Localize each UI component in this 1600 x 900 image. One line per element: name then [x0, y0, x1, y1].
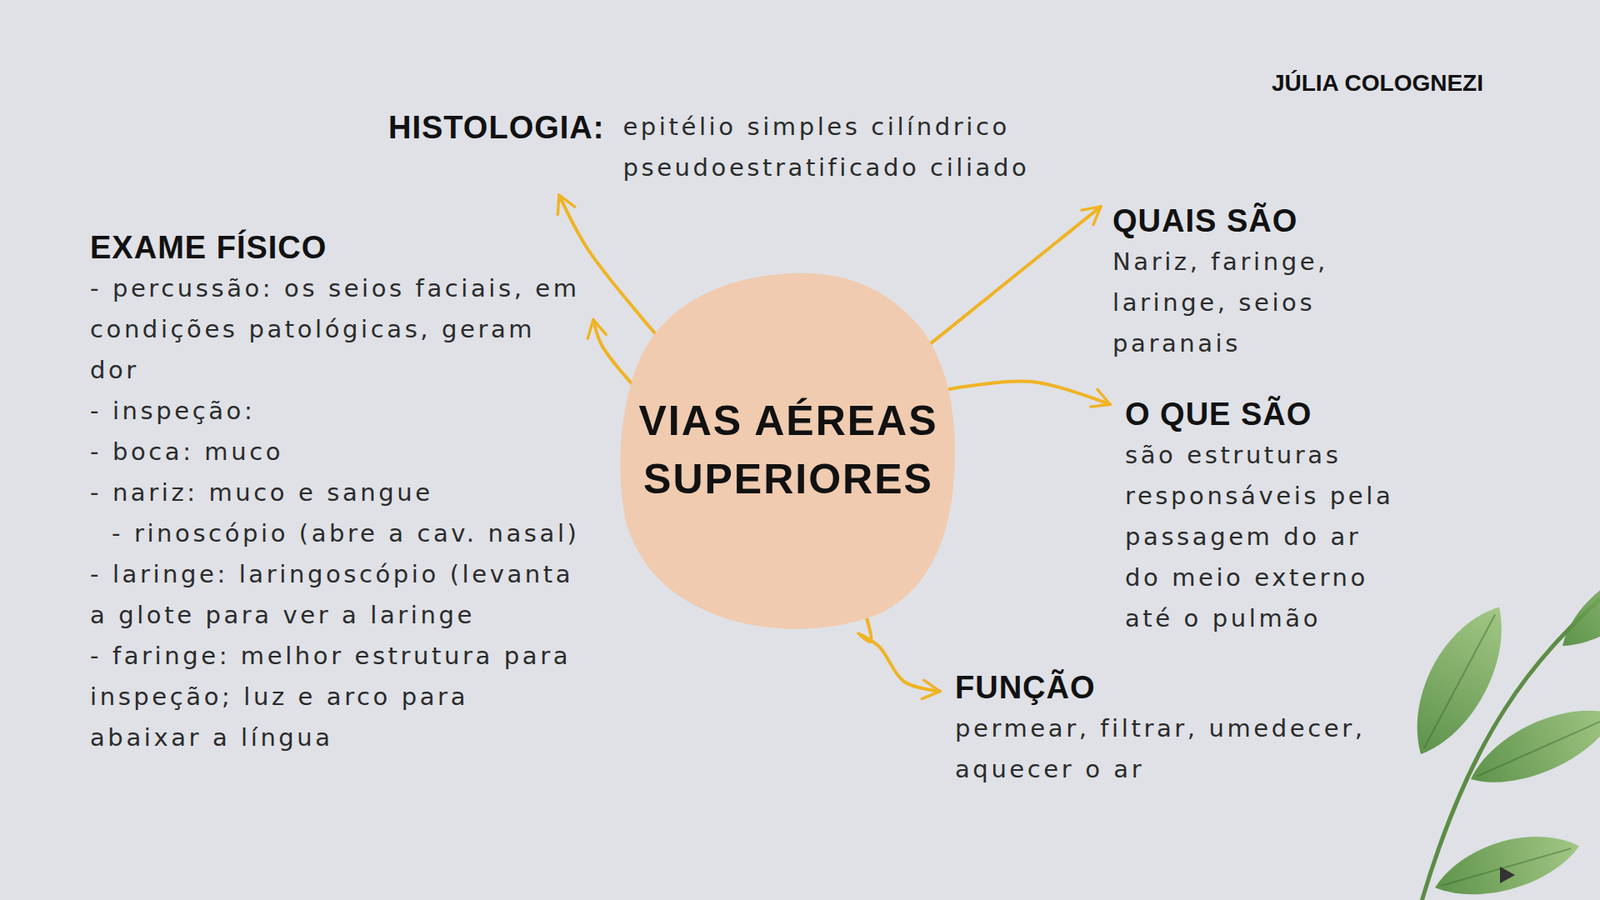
mindmap-arrow: [858, 605, 940, 692]
histology-note: HISTOLOGIA: epitélio simples cilíndrico p…: [388, 106, 1165, 189]
section-text: são estruturas responsáveis pela passage…: [1125, 435, 1400, 640]
leaf: [1428, 821, 1586, 900]
section-text: - inspeção:: [90, 390, 582, 432]
definition-note: O QUE SÃOsão estruturas responsáveis pel…: [1125, 393, 1400, 640]
section-text: - boca: muco: [90, 431, 582, 473]
section-heading: O QUE SÃO: [1125, 393, 1400, 435]
section-text: epitélio simples cilíndrico pseudoestrat…: [622, 106, 1165, 189]
section-heading: QUAIS SÃO: [1112, 200, 1396, 242]
section-text: - nariz: muco e sangue: [90, 472, 582, 514]
section-heading: EXAME FÍSICO: [90, 226, 582, 269]
mindmap-arrow: [942, 381, 1110, 405]
leaf: [1550, 552, 1600, 661]
function-note: FUNÇÃOpermear, filtrar, umedecer, aquece…: [955, 666, 1405, 790]
blob-shape: [620, 273, 955, 630]
mindmap-arrow: [559, 195, 661, 340]
section-text: - faringe: melhor estrutura para inspeçã…: [90, 635, 582, 759]
which-note: QUAIS SÃONariz, faringe, laringe, seios …: [1112, 200, 1396, 365]
central-title: VIAS AÉREAS SUPERIORES: [634, 391, 943, 509]
leaf: [1460, 691, 1600, 801]
small-triangle: [1500, 866, 1515, 884]
section-heading: HISTOLOGIA:: [388, 106, 605, 149]
section-heading: FUNÇÃO: [955, 666, 1405, 709]
section-text: - rinoscópio (abre a cav. nasal): [90, 513, 582, 555]
section-text: permear, filtrar, umedecer, aquecer o ar: [955, 708, 1405, 790]
section-text: - percussão: os seios faciais, em condiç…: [90, 268, 582, 391]
central-blob: [619, 270, 958, 630]
mindmap-arrow: [922, 206, 1101, 350]
section-text: Nariz, faringe, laringe, seios paranais: [1112, 241, 1396, 365]
central-topic: VIAS AÉREAS SUPERIORES: [619, 270, 958, 630]
mindmap-arrow: [593, 320, 635, 388]
physical-exam-note: EXAME FÍSICO- percussão: os seios faciai…: [90, 226, 582, 759]
section-text: - laringe: laringoscópio (levanta a glot…: [90, 554, 582, 636]
author-credit: JÚLIA COLOGNEZI: [1271, 70, 1484, 97]
